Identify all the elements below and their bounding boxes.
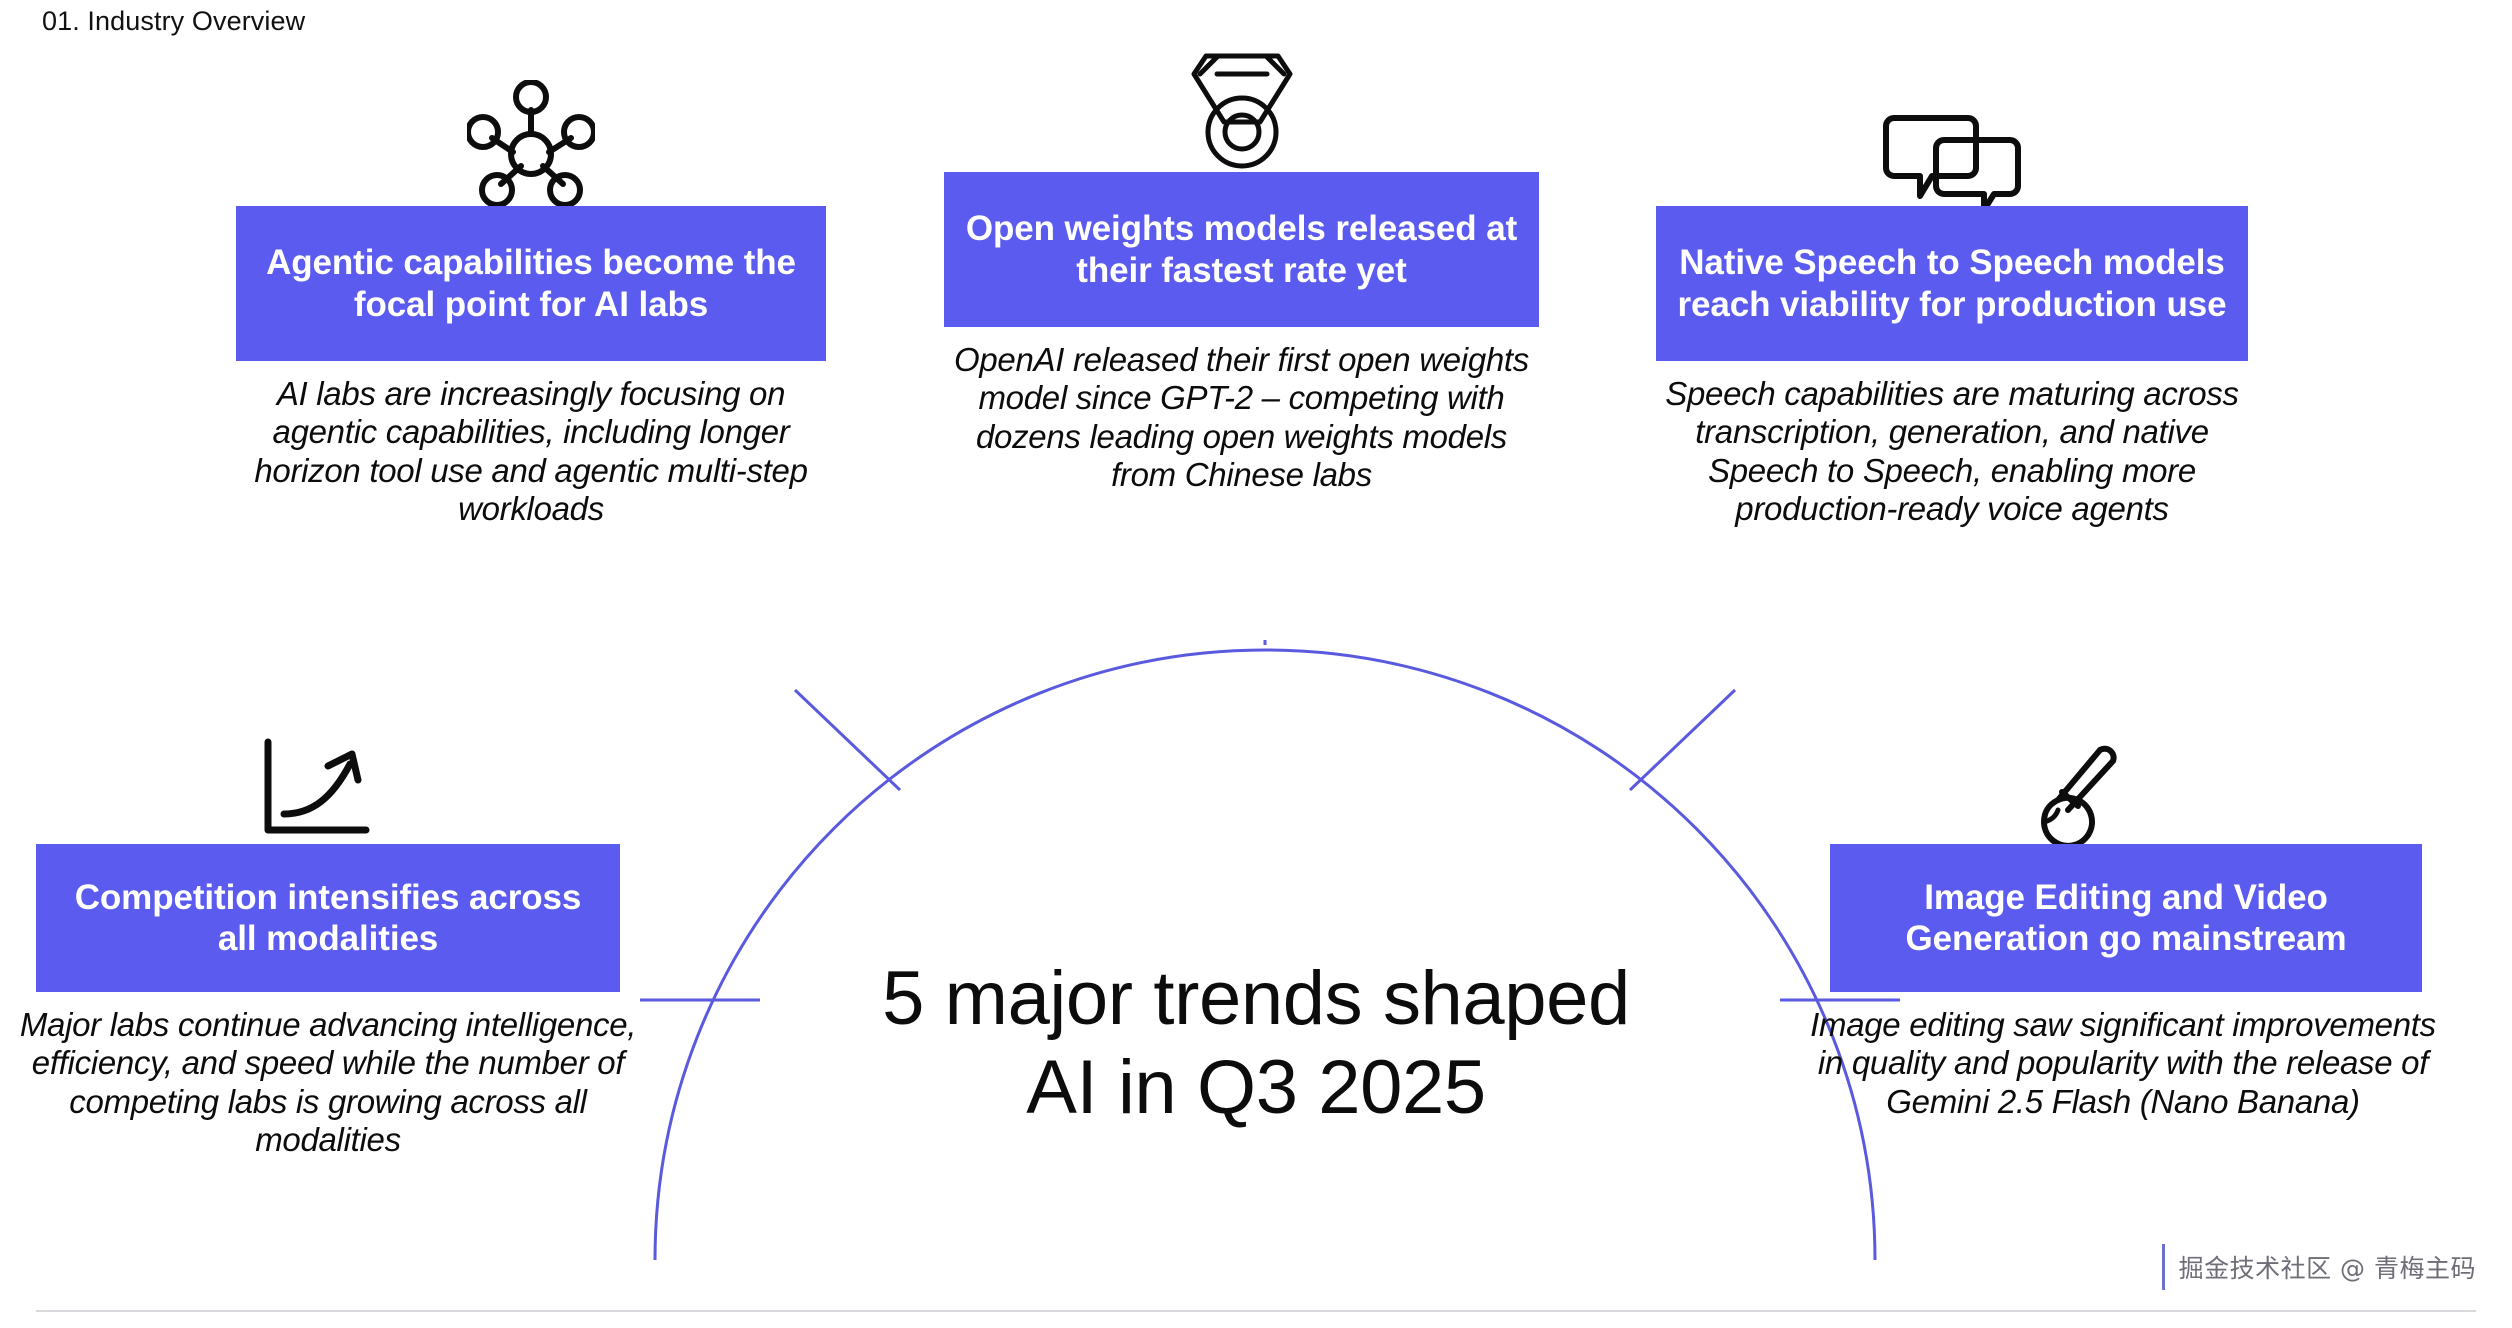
page-title: 01. Industry Overview (42, 6, 306, 36)
trend-card-competition[interactable]: Competition intensifies across all modal… (20, 716, 636, 1159)
medal-icon (1191, 53, 1292, 169)
trend-card-open-weights[interactable]: Open weights models released at their fa… (944, 42, 1539, 494)
watermark-bar (2161, 1244, 2165, 1290)
network-hub-icon (467, 80, 595, 206)
trend-card-description: Image editing saw significant improvemen… (1810, 1006, 2436, 1120)
network-hub-icon-wrap (236, 76, 826, 206)
paintbrush-icon (2041, 745, 2117, 844)
trend-card-description: Major labs continue advancing intelligen… (19, 1006, 637, 1158)
trend-card-speech[interactable]: Native Speech to Speech models reach via… (1656, 76, 2248, 528)
trend-card-description: AI labs are increasingly focusing on age… (254, 375, 808, 527)
trend-card-title: Native Speech to Speech models reach via… (1656, 206, 2248, 361)
trend-card-title: Open weights models released at their fa… (944, 172, 1539, 327)
chat-bubbles-icon (1883, 115, 2021, 206)
footer-divider (36, 1310, 2476, 1312)
paintbrush-icon-wrap (1830, 716, 2422, 844)
trend-card-image-video[interactable]: Image Editing and Video Generation go ma… (1810, 716, 2436, 1121)
spoke-speech (1628, 688, 1737, 792)
spoke-agentic (793, 688, 902, 792)
watermark-text: 掘金技术社区 @ 青梅主码 (2178, 1254, 2476, 1283)
trend-card-agentic[interactable]: Agentic capabilities become the focal po… (236, 76, 826, 528)
medal-icon-wrap (944, 42, 1539, 172)
trend-card-description: Speech capabilities are maturing across … (1665, 375, 2239, 527)
center-headline: 5 major trends shaped AI in Q3 2025 (882, 956, 1630, 1130)
growth-chart-icon-wrap (36, 716, 620, 844)
growth-chart-icon (264, 738, 370, 834)
trend-card-title: Agentic capabilities become the focal po… (236, 206, 826, 361)
chat-bubbles-icon-wrap (1656, 76, 2248, 206)
trend-card-description: OpenAI released their first open weights… (954, 341, 1529, 493)
watermark: 掘金技术社区 @ 青梅主码 (2161, 1244, 2476, 1290)
trend-card-title: Image Editing and Video Generation go ma… (1830, 844, 2422, 992)
trend-card-title: Competition intensifies across all modal… (36, 844, 620, 992)
